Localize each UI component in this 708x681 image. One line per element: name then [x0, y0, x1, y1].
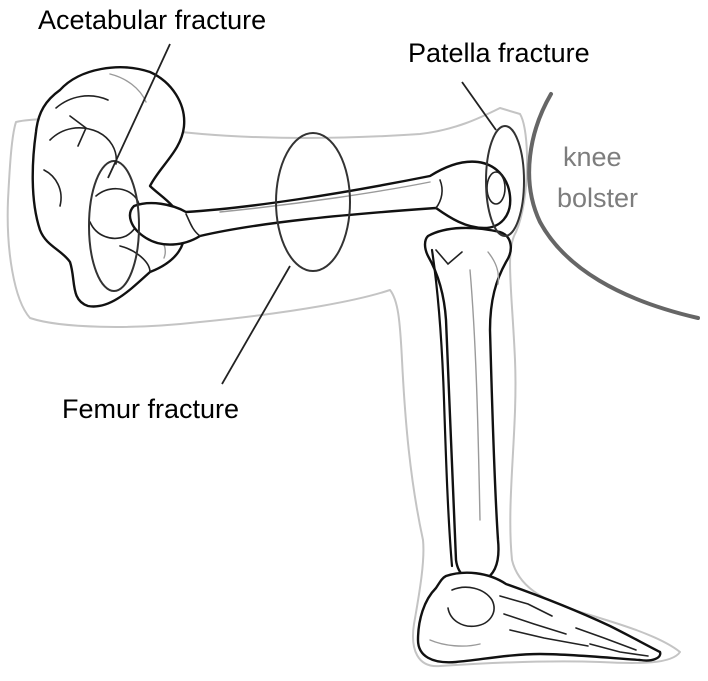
acetabular-leader-line: [107, 43, 171, 179]
femur-leader-line: [221, 265, 291, 385]
femur-fracture-marker: [275, 132, 351, 272]
tibia-fibula-bones: [423, 226, 512, 583]
femur-fracture-label: Femur fracture: [62, 394, 239, 424]
acetabular-fracture-marker: [88, 160, 140, 292]
foot-bones: [416, 571, 662, 664]
knee-bolster-label-line1: knee: [563, 142, 622, 172]
knee-bolster-curve: [527, 92, 700, 320]
knee-bolster-label-line2: bolster: [557, 183, 638, 213]
pelvis-bone: [31, 66, 186, 308]
femur-bone: [128, 160, 512, 246]
patella-leader-line: [461, 81, 497, 131]
acetabular-fracture-label: Acetabular fracture: [38, 5, 266, 35]
patella-fracture-marker: [485, 125, 525, 237]
patella-fracture-label: Patella fracture: [408, 38, 590, 68]
